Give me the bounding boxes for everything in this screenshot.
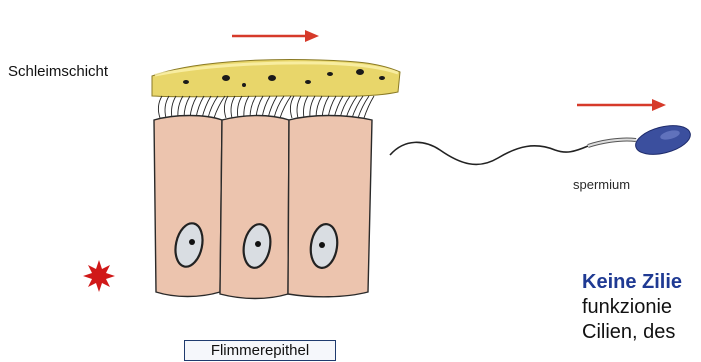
mucus-layer-label: Schleimschicht	[8, 63, 108, 80]
cilia	[158, 96, 374, 118]
epithelial-cells	[154, 116, 372, 299]
cell-left	[154, 116, 222, 297]
cell-middle	[220, 116, 289, 299]
caption-line-2: funkzionie	[582, 295, 701, 320]
mucus-layer	[152, 60, 400, 97]
caption-line-3: Cilien, des	[582, 320, 701, 345]
sperm-label: spermium	[573, 177, 630, 192]
caption-title: Keine Zilie	[582, 270, 701, 295]
caption-text: Keine Zilie funkzionie Cilien, des	[582, 270, 701, 362]
star-burst-icon	[83, 260, 115, 292]
sperm-cell	[390, 121, 693, 165]
mucus-flow-arrow-icon	[232, 30, 319, 42]
sperm-direction-arrow-icon	[577, 99, 666, 111]
epithelium-label-box: Flimmerepithel	[184, 340, 336, 361]
cell-right	[288, 116, 372, 297]
